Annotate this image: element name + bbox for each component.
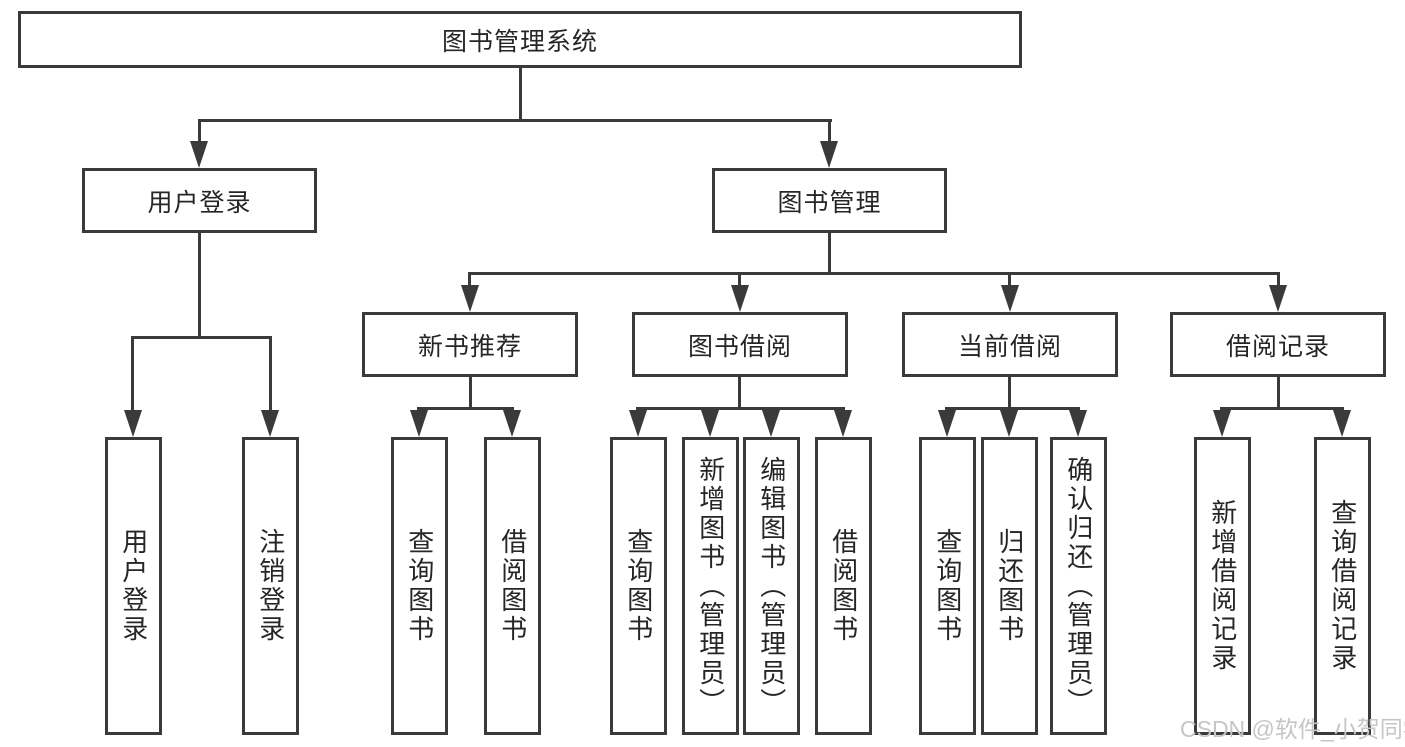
arrow-down-icon	[410, 410, 428, 437]
connector-leaf-drop	[269, 338, 272, 414]
node-leaf-confirm-return-admin: 确认归还（管理员）	[1050, 437, 1107, 735]
connector-user-login-stem	[198, 231, 201, 338]
connector-current-bar	[945, 407, 1080, 410]
arrow-down-icon	[124, 410, 142, 437]
arrow-down-icon	[1333, 410, 1351, 437]
node-leaf-logout-label: 注销登录	[255, 528, 286, 644]
node-borrow-records-label: 借阅记录	[1225, 332, 1330, 361]
connector-level3-drop	[1008, 274, 1011, 288]
connector-level3-drop	[738, 274, 741, 288]
node-root-library-system: 图书管理系统	[18, 11, 1022, 68]
arrow-down-icon	[503, 410, 521, 437]
node-leaf-edit-books-admin-label: 编辑图书（管理员）	[756, 455, 787, 717]
node-leaf-search-books-1: 查询图书	[391, 437, 448, 735]
arrow-down-icon	[834, 410, 852, 437]
arrow-down-icon	[1001, 285, 1019, 312]
arrow-down-icon	[762, 410, 780, 437]
connector-book-mgmt-drop	[828, 121, 831, 145]
node-leaf-borrow-books-1-label: 借阅图书	[497, 528, 528, 644]
node-leaf-user-login: 用户登录	[105, 437, 162, 735]
node-root-label: 图书管理系统	[441, 27, 598, 56]
node-leaf-edit-books-admin: 编辑图书（管理员）	[743, 437, 800, 735]
connector-book-mgmt-stem	[828, 231, 831, 274]
node-book-borrow: 图书借阅	[632, 312, 848, 377]
node-leaf-add-books-admin-label: 新增图书（管理员）	[695, 455, 726, 717]
node-current-borrow: 当前借阅	[902, 312, 1118, 377]
arrow-down-icon	[938, 410, 956, 437]
node-leaf-search-borrow-record-label: 查询借阅记录	[1327, 499, 1358, 673]
connector-records-stem	[1277, 375, 1280, 409]
node-leaf-borrow-books-1: 借阅图书	[484, 437, 541, 735]
arrow-down-icon	[461, 285, 479, 312]
node-borrow-records: 借阅记录	[1170, 312, 1386, 377]
node-book-borrow-label: 图书借阅	[687, 332, 792, 361]
arrow-down-icon	[629, 410, 647, 437]
node-leaf-add-borrow-record-label: 新增借阅记录	[1207, 499, 1238, 673]
node-leaf-borrow-books-2: 借阅图书	[815, 437, 872, 735]
arrow-down-icon	[261, 410, 279, 437]
arrow-down-icon	[1000, 410, 1018, 437]
connector-book-mgmt-bar	[468, 272, 1280, 275]
connector-level3-drop	[468, 274, 471, 288]
node-leaf-confirm-return-admin-label: 确认归还（管理员）	[1063, 455, 1094, 717]
csdn-watermark: CSDN @软件_小贺同学	[1180, 716, 1405, 742]
connector-current-stem	[1008, 375, 1011, 409]
node-leaf-search-books-3: 查询图书	[919, 437, 976, 735]
node-current-borrow-label: 当前借阅	[957, 332, 1062, 361]
node-new-book-recommend: 新书推荐	[362, 312, 578, 377]
arrow-down-icon	[820, 141, 838, 168]
connector-recommend-stem	[469, 375, 472, 409]
node-leaf-return-books-label: 归还图书	[994, 528, 1025, 644]
connector-records-bar	[1220, 407, 1344, 410]
node-book-management-label: 图书管理	[777, 188, 882, 217]
node-leaf-search-books-3-label: 查询图书	[932, 528, 963, 644]
node-leaf-search-books-2: 查询图书	[610, 437, 667, 735]
connector-leaf-drop	[131, 338, 134, 414]
node-leaf-borrow-books-2-label: 借阅图书	[828, 528, 859, 644]
connector-level3-drop	[1277, 274, 1280, 288]
arrow-down-icon	[190, 141, 208, 168]
connector-root-bar	[198, 119, 832, 122]
node-leaf-user-login-label: 用户登录	[118, 528, 149, 644]
node-leaf-search-books-1-label: 查询图书	[404, 528, 435, 644]
node-user-login: 用户登录	[82, 168, 317, 233]
connector-recommend-bar	[417, 407, 514, 410]
arrow-down-icon	[1069, 410, 1087, 437]
node-leaf-add-books-admin: 新增图书（管理员）	[682, 437, 739, 735]
connector-user-login-bar	[131, 336, 272, 339]
arrow-down-icon	[701, 410, 719, 437]
node-leaf-add-borrow-record: 新增借阅记录	[1194, 437, 1251, 735]
node-leaf-logout: 注销登录	[242, 437, 299, 735]
node-new-book-recommend-label: 新书推荐	[417, 332, 522, 361]
arrow-down-icon	[1213, 410, 1231, 437]
node-user-login-label: 用户登录	[147, 188, 252, 217]
connector-root-stem	[519, 67, 522, 121]
node-leaf-search-books-2-label: 查询图书	[623, 528, 654, 644]
node-leaf-search-borrow-record: 查询借阅记录	[1314, 437, 1371, 735]
connector-borrow-bar	[636, 407, 845, 410]
node-book-management: 图书管理	[712, 168, 947, 233]
connector-user-login-drop	[198, 121, 201, 145]
arrow-down-icon	[1269, 285, 1287, 312]
arrow-down-icon	[731, 285, 749, 312]
node-leaf-return-books: 归还图书	[981, 437, 1038, 735]
connector-borrow-stem	[738, 375, 741, 409]
